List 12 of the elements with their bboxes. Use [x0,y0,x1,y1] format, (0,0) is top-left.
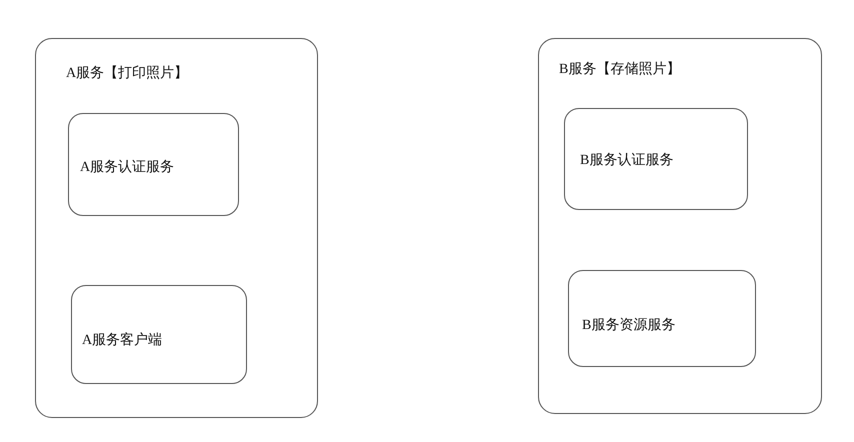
node-label: A服务客户端 [82,332,162,349]
node-label: B服务资源服务 [582,317,676,334]
group-title: A服务【打印照片】 [66,65,188,82]
service-group-box [35,38,318,418]
service-box [68,113,239,216]
service-box [568,270,756,367]
service-box [71,285,247,384]
service-box [564,108,748,210]
node-label: A服务认证服务 [80,159,174,176]
node-label: B服务认证服务 [580,152,674,169]
service-group-box [538,38,822,414]
group-title: B服务【存储照片】 [559,61,680,78]
